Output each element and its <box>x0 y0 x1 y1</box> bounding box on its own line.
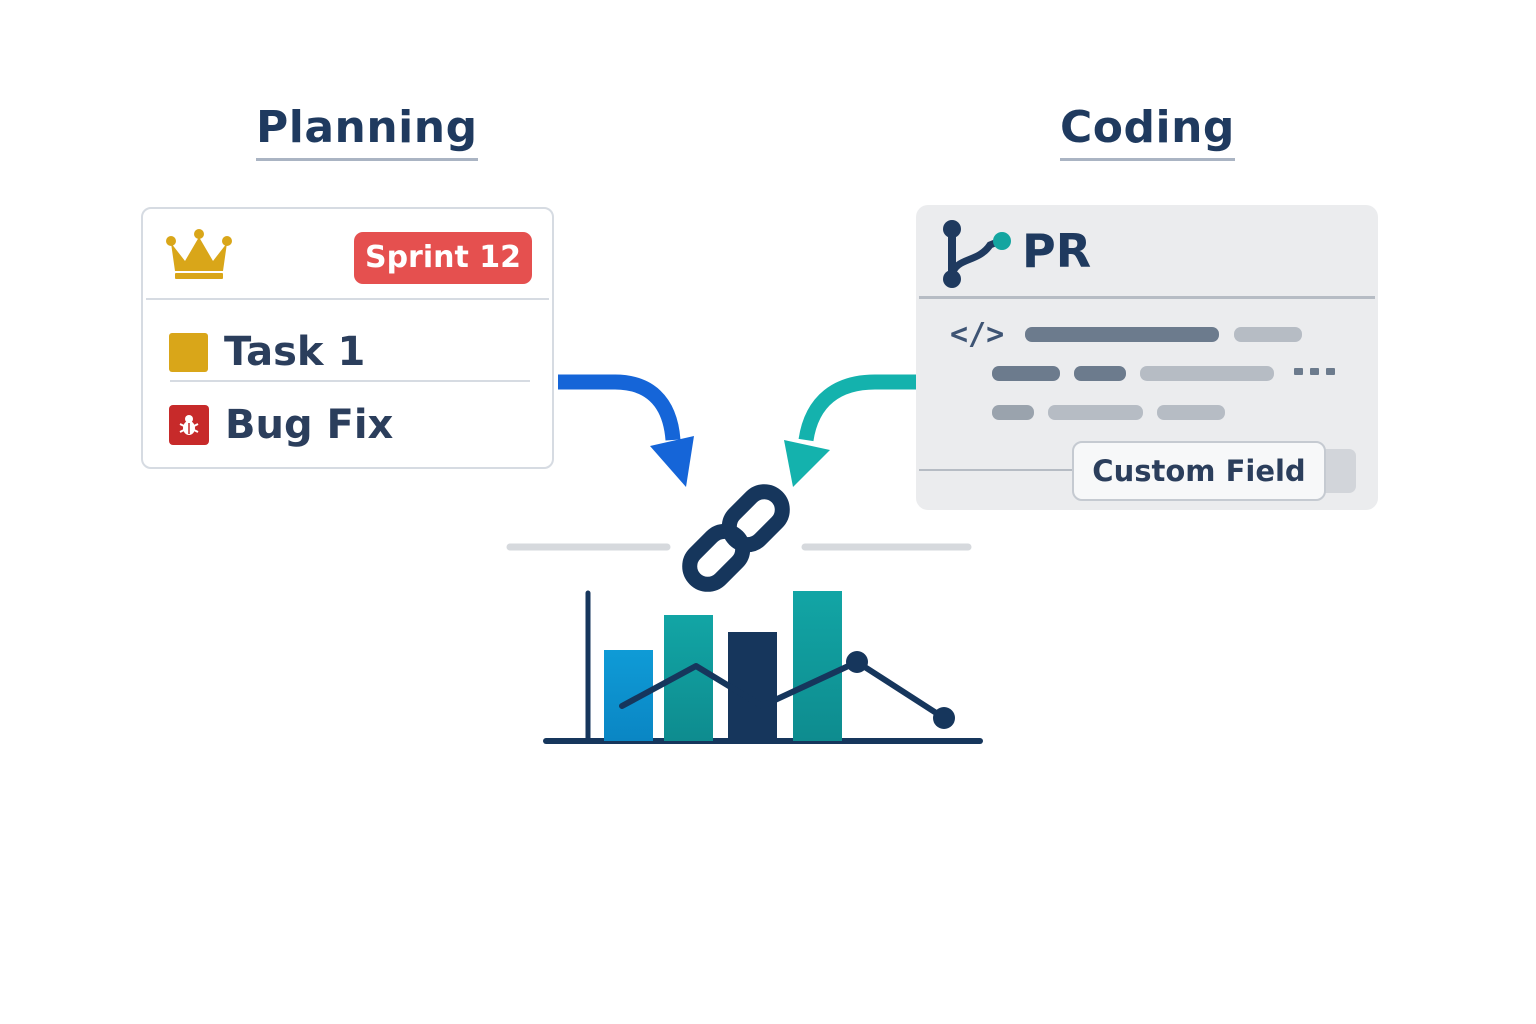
chart-trend-line <box>619 659 947 721</box>
git-branch-icon <box>943 220 1011 288</box>
card-divider <box>146 298 549 300</box>
code-line <box>1157 405 1225 420</box>
chart-bar <box>793 591 842 741</box>
coding-arrowhead <box>784 440 830 487</box>
chart-bar <box>604 650 653 741</box>
bar-line-chart-icon <box>543 590 983 744</box>
coding-card: PR </> Custom Field <box>916 205 1378 510</box>
task-square-icon <box>169 332 208 372</box>
bug-icon <box>169 405 209 445</box>
card-divider <box>919 296 1375 299</box>
planning-card: Sprint 12 Task 1 Bug Fix <box>141 207 554 469</box>
chain-link-icon <box>682 484 790 592</box>
row-divider <box>170 380 530 382</box>
code-icon: </> <box>950 317 1005 352</box>
task-label: Task 1 <box>224 329 366 375</box>
planning-arrow <box>558 374 681 441</box>
list-item-bug[interactable]: Bug Fix <box>169 397 393 453</box>
chart-point <box>846 651 868 673</box>
chart-bar <box>664 615 713 741</box>
code-line <box>1025 327 1219 342</box>
crown-icon <box>166 229 232 279</box>
bug-label: Bug Fix <box>225 402 394 448</box>
sprint-badge[interactable]: Sprint 12 <box>354 232 532 284</box>
list-item-task[interactable]: Task 1 <box>169 324 365 380</box>
ellipsis-icon <box>1294 368 1335 375</box>
chart-bar <box>728 632 777 741</box>
coding-heading: Coding <box>1060 100 1235 161</box>
code-line <box>992 405 1034 420</box>
planning-heading: Planning <box>256 100 478 161</box>
code-line <box>1234 327 1302 342</box>
code-line <box>1048 405 1143 420</box>
planning-arrowhead <box>650 436 694 487</box>
card-divider <box>919 469 1079 471</box>
custom-field-button[interactable]: Custom Field <box>1072 441 1326 501</box>
pr-title: PR <box>1022 224 1092 278</box>
code-line <box>1074 366 1126 381</box>
code-line <box>1140 366 1274 381</box>
code-line <box>992 366 1060 381</box>
chart-point <box>933 707 955 729</box>
coding-arrow <box>798 374 916 442</box>
